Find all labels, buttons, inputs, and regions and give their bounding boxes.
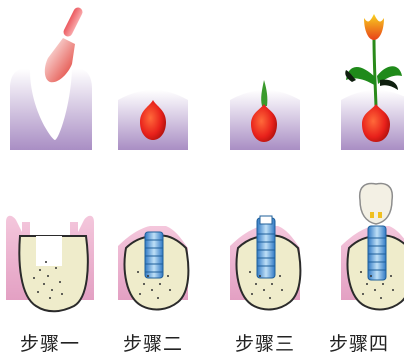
step3-abutment bbox=[230, 216, 300, 309]
step4-crown bbox=[341, 184, 404, 310]
step3-label: 步骤三 bbox=[220, 329, 310, 356]
step2-implant-placed bbox=[118, 226, 188, 309]
step4-label: 步骤四 bbox=[314, 329, 404, 356]
step1-label: 步骤一 bbox=[5, 329, 95, 356]
step2-label: 步骤二 bbox=[108, 329, 198, 356]
step1-tooth-socket bbox=[6, 216, 94, 312]
